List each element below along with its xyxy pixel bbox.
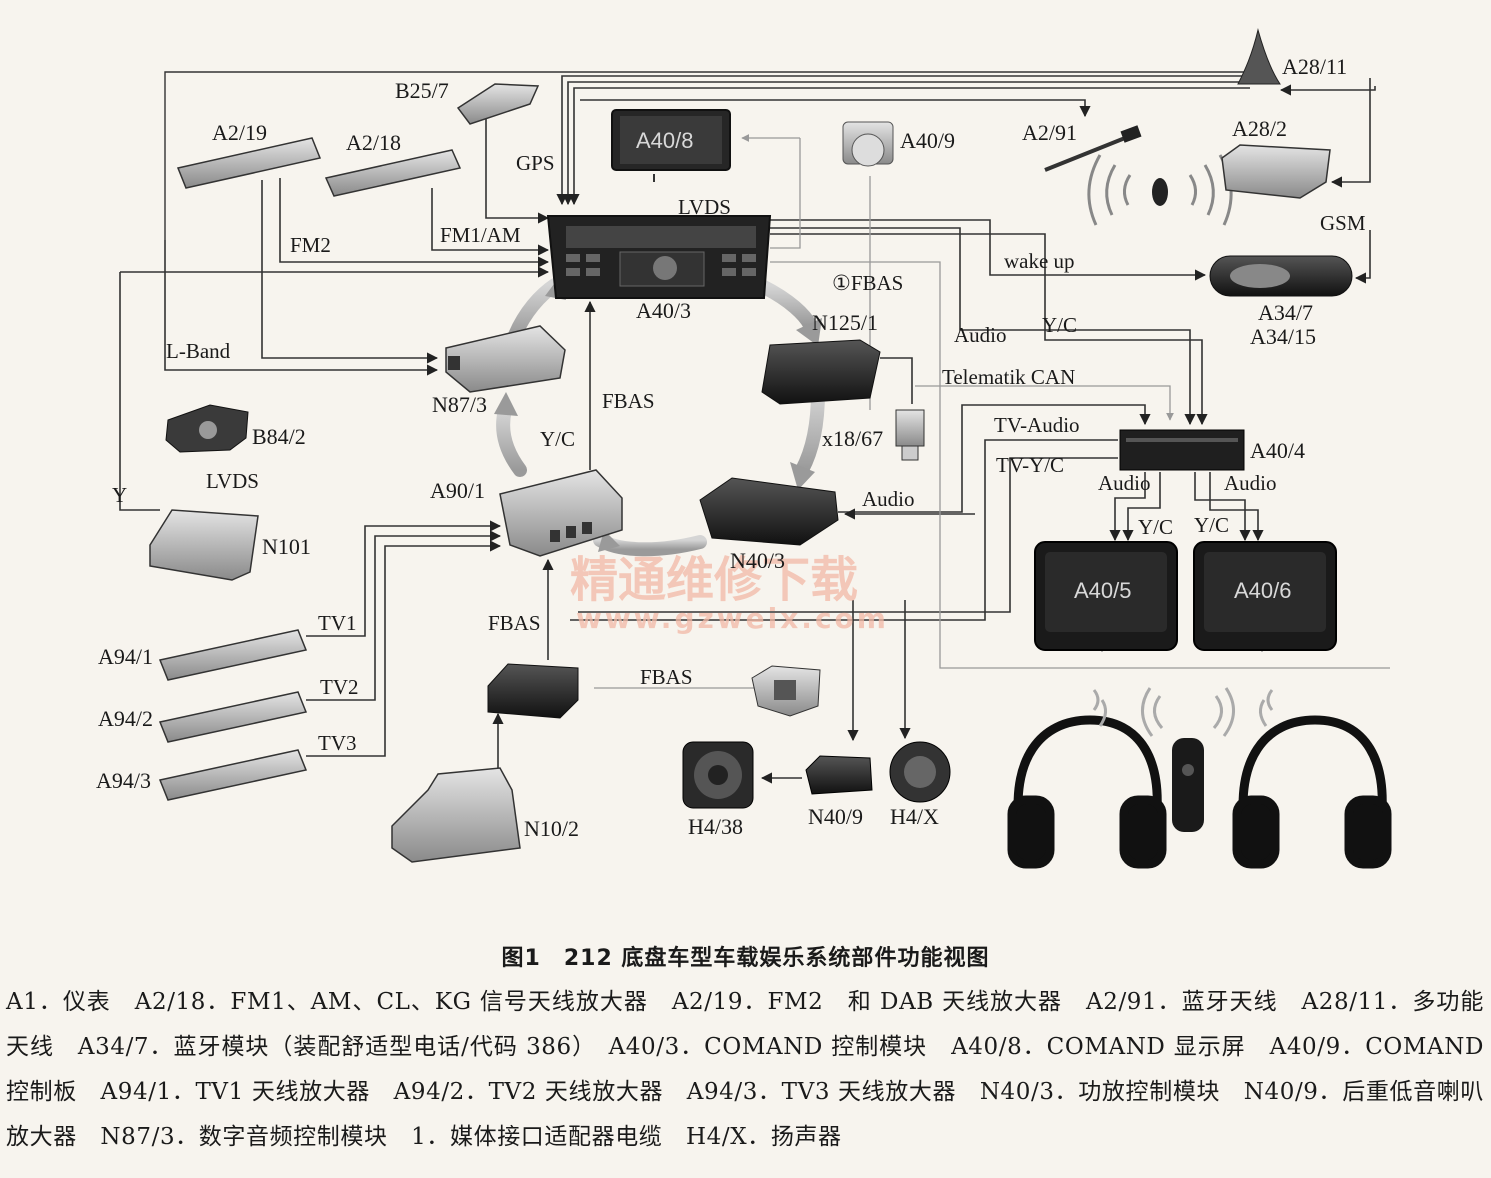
- tv-antenna-a94-3: [158, 749, 308, 801]
- label-a90-1: A90/1: [430, 478, 485, 503]
- remote-control: [1172, 738, 1204, 832]
- signal-fbas-bottom: FBAS: [488, 611, 541, 635]
- label-a94-1: A94/1: [98, 644, 153, 669]
- signal-audio-top: Audio: [954, 323, 1007, 347]
- label-a40-8: A40/8: [636, 128, 694, 153]
- connector-x18-67: [895, 409, 925, 461]
- bluetooth-module-a34-7: [1209, 255, 1353, 297]
- digital-audio-module-n87-3: [445, 325, 566, 393]
- signal-tv2: TV2: [320, 675, 359, 699]
- connection-lines: [119, 71, 1376, 784]
- signal-lvds-top: LVDS: [678, 195, 731, 219]
- label-n40-3: N40/3: [730, 548, 785, 573]
- figure-caption: 图1 212 底盘车型车载娱乐系统部件功能视图: [501, 946, 990, 971]
- signal-telematik-can: Telematik CAN: [942, 365, 1075, 389]
- signal-fbas-1: ①FBAS: [832, 271, 903, 295]
- speaker-h4-x: [889, 741, 951, 803]
- headphones-right: [1232, 715, 1392, 869]
- signal-fm2: FM2: [290, 233, 331, 257]
- tv-antenna-a94-2: [158, 691, 308, 743]
- signal-wake-up: wake up: [1004, 249, 1075, 273]
- module-a40-4: [1119, 429, 1245, 471]
- label-n101: N101: [262, 534, 311, 559]
- signal-audio-a40-4-right: Audio: [1224, 471, 1277, 495]
- signal-yc-a40-5: Y/C: [1138, 515, 1173, 539]
- figure-legend: A1．仪表 A2/18．FM1、AM、CL、KG 信号天线放大器 A2/19．F…: [6, 989, 1484, 1150]
- watermark-chinese: 精通维修下载: [570, 552, 858, 608]
- label-b25-7: B25/7: [395, 78, 449, 103]
- antenna-amplifier-a2-18: [324, 149, 462, 197]
- signal-gps: GPS: [516, 151, 555, 175]
- comand-head-unit-a40-3: [546, 215, 772, 299]
- module-n10-2: [391, 767, 521, 863]
- signal-gsm: GSM: [1320, 211, 1366, 235]
- watermark-url: www.gzweix.com: [576, 602, 889, 635]
- label-a2-91: A2/91: [1022, 120, 1077, 145]
- signal-yc-mid: Y/C: [540, 427, 575, 451]
- subwoofer-h4-38: [682, 741, 754, 809]
- ir-waves: [1092, 687, 1274, 737]
- label-a40-4: A40/4: [1250, 438, 1305, 463]
- subwoofer-amplifier-n40-9: [805, 755, 873, 795]
- bluetooth-waves: [1087, 154, 1233, 226]
- label-a28-2: A28/2: [1232, 116, 1287, 141]
- rear-display-a40-6: [1193, 541, 1337, 651]
- signal-yc-a40-6: Y/C: [1194, 513, 1229, 537]
- signal-audio-mid: Audio: [862, 487, 915, 511]
- signal-tv3: TV3: [318, 731, 357, 755]
- label-a28-11: A28/11: [1282, 54, 1347, 79]
- label-n10-2: N10/2: [524, 816, 579, 841]
- signal-tv-yc: TV-Y/C: [996, 453, 1064, 477]
- fbas-box: [487, 663, 579, 719]
- label-x18-67: x18/67: [822, 426, 883, 451]
- camera-b84-2: [165, 404, 249, 453]
- label-n87-3: N87/3: [432, 392, 487, 417]
- label-a40-3: A40/3: [636, 298, 691, 323]
- signal-fm1-am: FM1/AM: [440, 223, 521, 247]
- signal-fbas-bottom2: FBAS: [640, 665, 693, 689]
- label-h4-x: H4/X: [890, 804, 939, 829]
- label-n125-1: N125/1: [812, 310, 878, 335]
- label-a2-19: A2/19: [212, 120, 267, 145]
- signal-l-band: L-Band: [166, 339, 231, 363]
- label-a2-18: A2/18: [346, 130, 401, 155]
- module-a28-2: [1221, 144, 1331, 199]
- signal-tv-audio: TV-Audio: [994, 413, 1080, 437]
- label-h4-38: H4/38: [688, 814, 743, 839]
- bluetooth-antenna-a2-91: [1044, 125, 1142, 172]
- comand-display-a40-8: [611, 109, 731, 182]
- tv-tuner-a90-1: [499, 469, 623, 557]
- signal-fbas-mid: FBAS: [602, 389, 655, 413]
- label-a40-5: A40/5: [1074, 578, 1132, 603]
- rear-display-a40-5: [1034, 541, 1178, 651]
- module-n125-1: [761, 339, 881, 405]
- signal-lvds-left: LVDS: [206, 469, 259, 493]
- component-labels: B25/7 A2/19 A2/18 A40/8 A40/9 A28/11 A2/…: [96, 54, 1347, 841]
- label-a40-9: A40/9: [900, 128, 955, 153]
- headphones-left: [1007, 715, 1167, 869]
- system-diagram: 精通维修下载 www.gzweix.com B25/7 A2/19 A2/18 …: [96, 28, 1392, 869]
- amplifier-n40-3: [699, 477, 839, 546]
- module-n101: [149, 509, 259, 581]
- multifunction-antenna-a28-11: [1237, 28, 1281, 85]
- label-b84-2: B84/2: [252, 424, 306, 449]
- signal-labels: GPS FM2 FM1/AM LVDS ①FBAS wake up GSM Au…: [112, 151, 1366, 755]
- signal-tv1: TV1: [318, 611, 357, 635]
- label-a94-3: A94/3: [96, 768, 151, 793]
- rear-camera: [751, 665, 821, 717]
- label-a40-6: A40/6: [1234, 578, 1292, 603]
- comand-controller-a40-9: [842, 121, 894, 167]
- tv-antenna-a94-1: [158, 629, 308, 681]
- label-a94-2: A94/2: [98, 706, 153, 731]
- label-n40-9: N40/9: [808, 804, 863, 829]
- gps-antenna-b25-7: [456, 83, 540, 125]
- label-a34-15: A34/15: [1250, 324, 1316, 349]
- signal-yc-top: Y/C: [1042, 313, 1077, 337]
- signal-audio-a40-4-left: Audio: [1098, 471, 1151, 495]
- auxiliary-lines: [594, 134, 1390, 689]
- label-a34-7: A34/7: [1258, 300, 1313, 325]
- signal-y-left: Y: [112, 483, 127, 507]
- antenna-amplifier-a2-19: [176, 137, 322, 189]
